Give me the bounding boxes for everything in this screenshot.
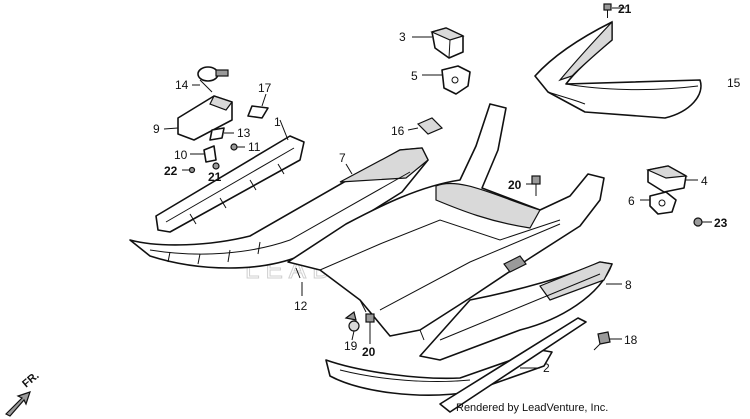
callout-20-right: 20 bbox=[508, 178, 522, 192]
part-13-clip bbox=[209, 127, 225, 141]
bolt-18 bbox=[593, 331, 611, 351]
bolt-20-right bbox=[531, 175, 541, 196]
screw-23 bbox=[693, 217, 703, 227]
part-12-floor-panel bbox=[287, 103, 605, 341]
callout-10: 10 bbox=[174, 148, 188, 162]
callout-18: 18 bbox=[624, 333, 638, 347]
callout-8: 8 bbox=[625, 278, 632, 292]
screw-21-left bbox=[212, 162, 220, 170]
callout-23: 23 bbox=[714, 216, 728, 230]
part-17-plate bbox=[247, 105, 269, 119]
part-9-latch bbox=[177, 95, 233, 141]
callout-14: 14 bbox=[175, 78, 189, 92]
callout-9: 9 bbox=[153, 122, 160, 136]
callout-16: 16 bbox=[391, 124, 405, 138]
front-direction-arrow: FR. bbox=[4, 370, 42, 417]
callout-6: 6 bbox=[628, 194, 635, 208]
part-4-clip bbox=[646, 165, 688, 193]
callout-1: 1 bbox=[274, 115, 281, 129]
callout-17: 17 bbox=[258, 81, 272, 95]
direction-label: FR. bbox=[20, 370, 41, 391]
clip-19 bbox=[344, 310, 360, 332]
callout-21-top: 21 bbox=[618, 2, 632, 16]
part-16-pad bbox=[416, 117, 444, 135]
screw-22 bbox=[188, 166, 196, 174]
callout-11: 11 bbox=[248, 140, 261, 154]
callout-21-left: 21 bbox=[208, 170, 222, 184]
part-10-clip bbox=[203, 145, 217, 163]
render-credit: Rendered by LeadVenture, Inc. bbox=[456, 402, 609, 414]
part-5-bracket bbox=[441, 65, 471, 95]
bolt-20-bottom bbox=[365, 313, 375, 336]
part-1-rail bbox=[155, 135, 305, 233]
part-14-lock bbox=[197, 66, 229, 93]
part-8-right-step bbox=[419, 261, 613, 361]
callout-15: 15 bbox=[727, 76, 741, 90]
callout-7: 7 bbox=[339, 151, 346, 165]
screw-11 bbox=[230, 143, 238, 151]
callout-4: 4 bbox=[701, 174, 708, 188]
part-3-bracket bbox=[430, 27, 465, 59]
callout-19: 19 bbox=[344, 339, 358, 353]
callout-12: 12 bbox=[294, 299, 308, 313]
part-2-lower-rail bbox=[325, 317, 587, 413]
callout-22: 22 bbox=[164, 164, 178, 178]
callout-3: 3 bbox=[399, 30, 406, 44]
part-7-left-cover bbox=[129, 147, 429, 269]
callout-5: 5 bbox=[411, 69, 418, 83]
part-15-rear-cover bbox=[534, 20, 702, 119]
callout-13: 13 bbox=[237, 126, 251, 140]
part-6-bracket bbox=[649, 191, 677, 215]
callout-20-bottom: 20 bbox=[362, 345, 376, 359]
callout-2: 2 bbox=[543, 361, 550, 375]
screw-21-top bbox=[603, 3, 612, 18]
